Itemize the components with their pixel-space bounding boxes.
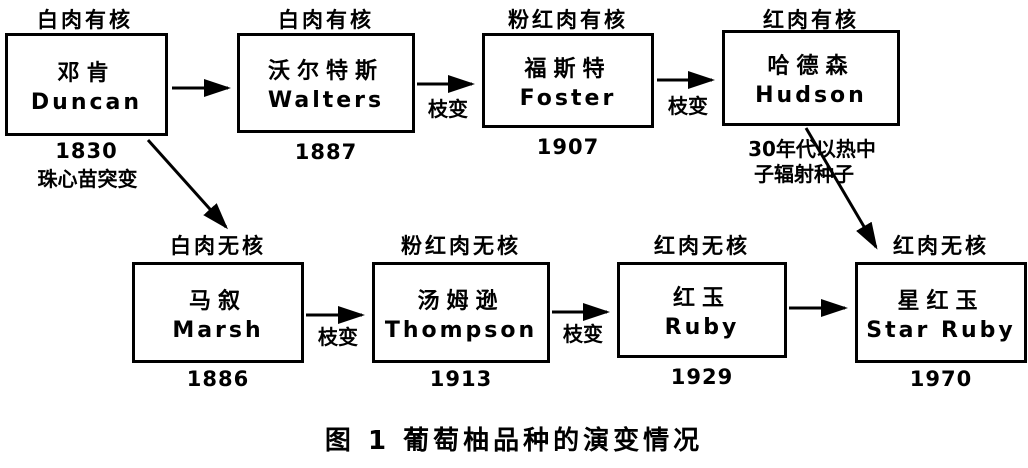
node-thompson: 汤姆逊 Thompson [372, 262, 550, 363]
year-foster: 1907 [536, 135, 600, 159]
type-label-duncan: 白肉有核 [37, 8, 133, 32]
arrow-duncan-marsh [146, 138, 229, 230]
note-hudson-line1: 30年代以热中 [748, 137, 876, 161]
year-marsh: 1886 [186, 367, 250, 391]
node-duncan-name-cn: 邓肯 [57, 60, 116, 86]
node-ruby-name-en: Ruby [664, 315, 740, 340]
node-marsh: 马叙 Marsh [132, 262, 304, 363]
type-label-marsh: 白肉无核 [170, 234, 266, 258]
arrow-hudson-star-ruby [804, 127, 878, 250]
node-walters: 沃尔特斯 Walters [237, 33, 415, 133]
node-star-ruby-name-en: Star Ruby [866, 317, 1016, 343]
node-ruby-name-cn: 红玉 [672, 286, 731, 311]
node-thompson-name-cn: 汤姆逊 [417, 288, 505, 314]
node-hudson-name-cn: 哈德森 [767, 54, 855, 79]
figure-caption: 图 1 葡萄柚品种的演变情况 [324, 426, 704, 456]
year-star-ruby: 1970 [909, 367, 973, 391]
node-marsh-name-cn: 马叙 [188, 288, 247, 314]
type-label-star-ruby: 红肉无核 [893, 234, 989, 258]
node-star-ruby: 星红玉 Star Ruby [855, 262, 1027, 363]
node-star-ruby-name-cn: 星红玉 [897, 288, 985, 314]
year-duncan: 1830 [55, 139, 118, 163]
node-walters-name-cn: 沃尔特斯 [267, 59, 384, 84]
node-duncan: 邓肯 Duncan [5, 33, 168, 136]
type-label-walters: 白肉有核 [278, 8, 374, 32]
note-duncan: 珠心苗突变 [37, 167, 138, 191]
node-ruby: 红玉 Ruby [617, 262, 787, 358]
year-ruby: 1929 [670, 365, 734, 389]
type-label-thompson: 粉红肉无核 [401, 234, 521, 258]
node-thompson-name-en: Thompson [384, 317, 538, 343]
node-walters-name-en: Walters [267, 88, 385, 113]
type-label-foster: 粉红肉有核 [508, 8, 628, 32]
node-foster-name-cn: 福斯特 [524, 56, 612, 82]
edge-label-foster-hudson: 枝变 [668, 94, 708, 118]
year-walters: 1887 [294, 140, 358, 164]
node-foster: 福斯特 Foster [482, 33, 654, 128]
node-marsh-name-en: Marsh [172, 317, 264, 343]
year-thompson: 1913 [429, 367, 493, 391]
node-duncan-name-en: Duncan [30, 89, 143, 115]
type-label-ruby: 红肉无核 [654, 234, 750, 258]
node-hudson-name-en: Hudson [755, 83, 867, 108]
node-hudson: 哈德森 Hudson [722, 30, 900, 126]
node-foster-name-en: Foster [519, 85, 617, 111]
edge-label-marsh-thompson: 枝变 [318, 325, 358, 349]
note-hudson-line2: 子辐射种子 [754, 162, 854, 186]
type-label-hudson: 红肉有核 [763, 8, 859, 32]
edge-label-thompson-ruby: 枝变 [563, 322, 603, 346]
edge-label-walters-foster: 枝变 [428, 97, 468, 121]
